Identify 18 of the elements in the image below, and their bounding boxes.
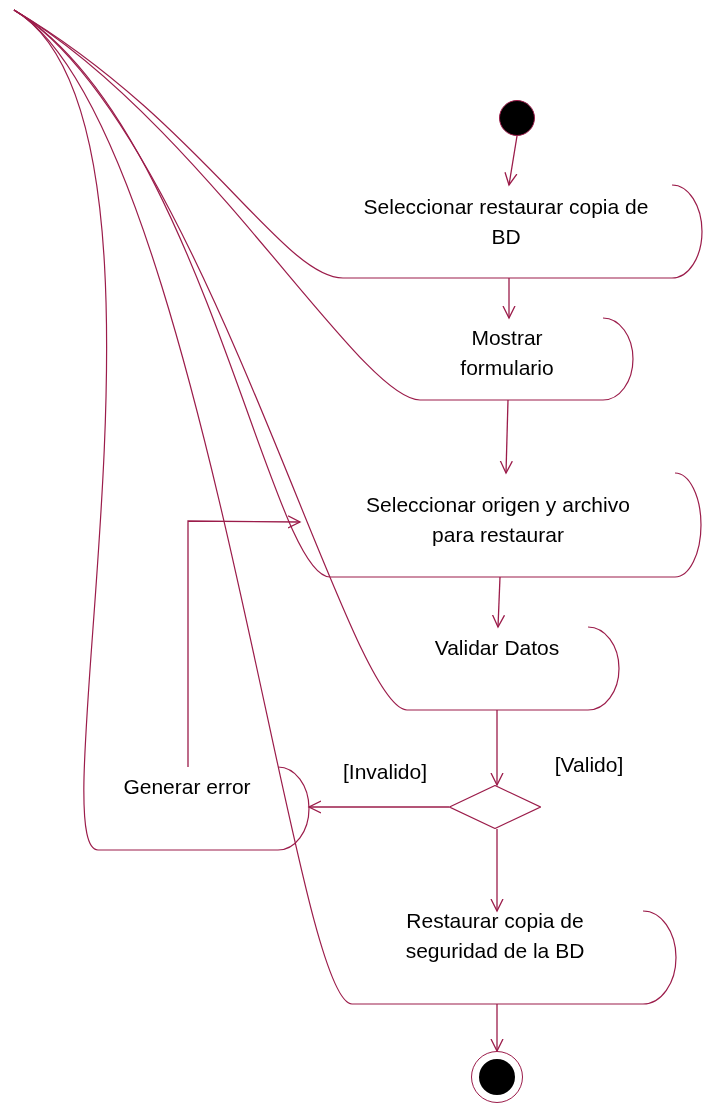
arrow (308, 800, 450, 814)
action-label: Validar Datos (434, 635, 560, 661)
action-label: Seleccionar restaurar copia de BD (362, 194, 650, 250)
action-label: Seleccionar origen y archivo para restaurar (365, 492, 631, 548)
arrow (490, 1003, 504, 1052)
arrow (187, 515, 301, 768)
arrow (502, 277, 516, 319)
action-label: Mostrar formulario (459, 325, 555, 381)
decision-diamond (449, 785, 541, 829)
arrow (490, 709, 504, 786)
action-label: Generar error (123, 774, 251, 800)
final-state (471, 1051, 523, 1103)
action-label: Restaurar copia de seguridad de la BD (404, 908, 586, 964)
arrow (490, 828, 504, 912)
initial-state (499, 100, 535, 136)
arrow (504, 135, 518, 186)
arrow (499, 399, 513, 474)
arrow (491, 576, 506, 628)
